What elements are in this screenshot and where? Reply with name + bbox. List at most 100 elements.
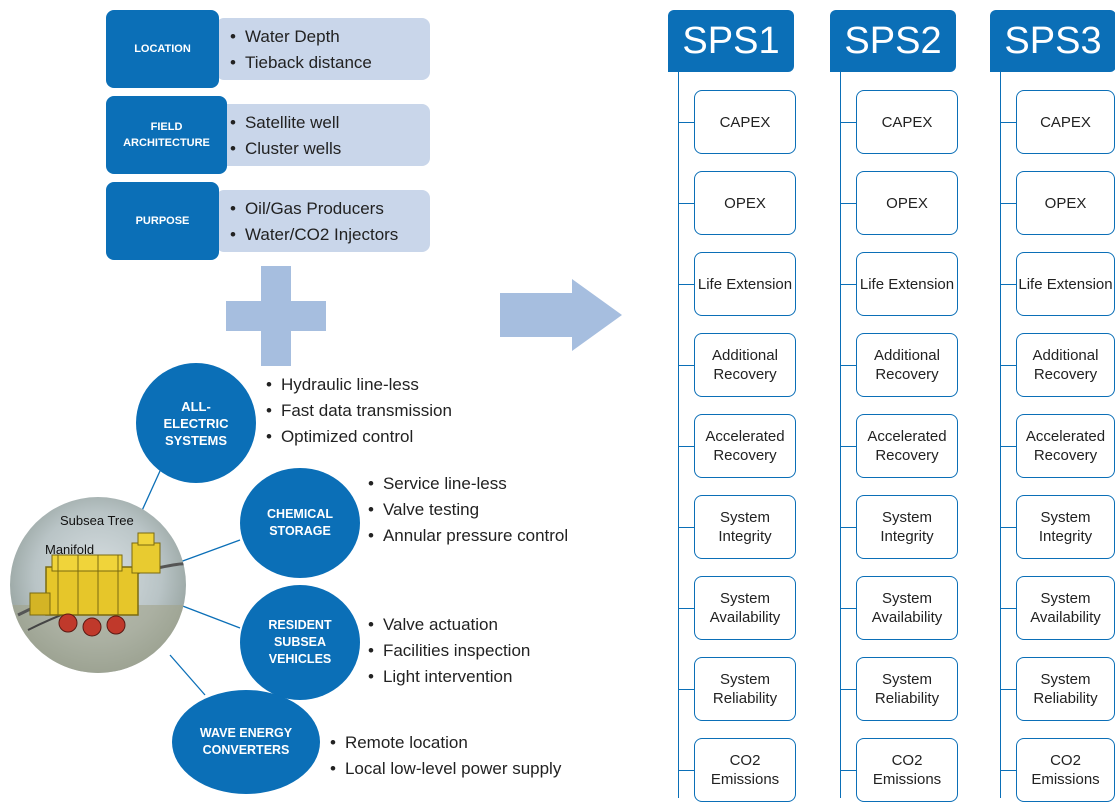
sps-header-2: SPS2: [830, 10, 956, 72]
bullet-item: Fast data transmission: [266, 398, 452, 424]
resident-subsea-vehicles-circle: RESIDENT SUBSEA VEHICLES: [240, 585, 360, 700]
sps-connector: [1001, 527, 1017, 528]
sps-connector: [1001, 608, 1017, 609]
sps-connector: [679, 365, 695, 366]
bullet-item: Cluster wells: [230, 136, 341, 162]
sps-connector: [841, 122, 857, 123]
sps-criterion: Additional Recovery: [1016, 333, 1115, 397]
sps-criterion: CAPEX: [694, 90, 796, 154]
sps-criterion: System Reliability: [856, 657, 958, 721]
sps-connector: [841, 446, 857, 447]
field-architecture-block: FIELD ARCHITECTURE Satellite well Cluste…: [106, 96, 432, 174]
sps-tree-line: [678, 72, 679, 798]
sps-criterion: System Reliability: [1016, 657, 1115, 721]
bullet-item: Annular pressure control: [368, 523, 568, 549]
sps-header-3: SPS3: [990, 10, 1115, 72]
sps-connector: [679, 122, 695, 123]
sps-connector: [1001, 770, 1017, 771]
field-architecture-label: FIELD ARCHITECTURE: [106, 96, 227, 174]
bullet-item: Water/CO2 Injectors: [230, 222, 398, 248]
wave-energy-converters-label: WAVE ENERGY CONVERTERS: [199, 726, 293, 757]
sps-criterion: OPEX: [1016, 171, 1115, 235]
bullet-item: Tieback distance: [230, 50, 372, 76]
plus-icon: [226, 266, 326, 366]
bullet-item: Light intervention: [368, 664, 530, 690]
sps-tree-line: [840, 72, 841, 798]
field-architecture-bullets: Satellite well Cluster wells: [230, 110, 341, 162]
sps-connector: [841, 770, 857, 771]
sps-connector: [679, 608, 695, 609]
sps-criterion: System Availability: [856, 576, 958, 640]
sps-criterion: Accelerated Recovery: [856, 414, 958, 478]
all-electric-systems-circle: ALL-ELECTRIC SYSTEMS: [136, 363, 256, 483]
purpose-bullets: Oil/Gas Producers Water/CO2 Injectors: [230, 196, 398, 248]
sps-connector: [1001, 122, 1017, 123]
sps-criterion: System Integrity: [1016, 495, 1115, 559]
purpose-block: PURPOSE Oil/Gas Producers Water/CO2 Inje…: [106, 182, 432, 260]
sps-criterion: OPEX: [856, 171, 958, 235]
sps-connector: [679, 203, 695, 204]
wave-energy-converters-bullets: Remote location Local low-level power su…: [330, 730, 561, 782]
bullet-item: Valve actuation: [368, 612, 530, 638]
sps-criterion: OPEX: [694, 171, 796, 235]
chemical-storage-circle: CHEMICAL STORAGE: [240, 468, 360, 578]
sps-criterion: System Availability: [1016, 576, 1115, 640]
sps-tree-line: [1000, 72, 1001, 798]
sps-criterion: Accelerated Recovery: [1016, 414, 1115, 478]
sps-connector: [1001, 284, 1017, 285]
all-electric-systems-label: ALL-ELECTRIC SYSTEMS: [163, 398, 229, 448]
sps-criterion: CAPEX: [1016, 90, 1115, 154]
purpose-label: PURPOSE: [106, 182, 219, 260]
sps-criterion: System Availability: [694, 576, 796, 640]
sps-criterion: Life Extension: [1016, 252, 1115, 316]
sps-criterion: Life Extension: [856, 252, 958, 316]
sps-criterion: System Integrity: [694, 495, 796, 559]
sps-connector: [1001, 203, 1017, 204]
sps-connector: [841, 608, 857, 609]
sps-criterion: CO2 Emissions: [856, 738, 958, 802]
sps-criterion: Accelerated Recovery: [694, 414, 796, 478]
location-bullets: Water Depth Tieback distance: [230, 24, 372, 76]
wave-energy-converters-circle: WAVE ENERGY CONVERTERS: [172, 690, 320, 794]
sps-connector: [679, 527, 695, 528]
chemical-storage-bullets: Service line-less Valve testing Annular …: [368, 471, 568, 549]
sps-criterion: System Integrity: [856, 495, 958, 559]
location-label: LOCATION: [106, 10, 219, 88]
sps-header-1: SPS1: [668, 10, 794, 72]
bullet-item: Local low-level power supply: [330, 756, 561, 782]
sps-criterion: Life Extension: [694, 252, 796, 316]
sps-criterion: Additional Recovery: [856, 333, 958, 397]
subsea-equipment-image: Subsea Tree Manifold: [10, 497, 186, 673]
chemical-storage-label: CHEMICAL STORAGE: [267, 507, 333, 538]
bullet-item: Remote location: [330, 730, 561, 756]
sps-criterion: Additional Recovery: [694, 333, 796, 397]
subsea-tree-label: Subsea Tree: [60, 513, 134, 528]
sps-connector: [1001, 365, 1017, 366]
manifold-label: Manifold: [45, 542, 94, 557]
sps-connector: [841, 527, 857, 528]
bullet-item: Hydraulic line-less: [266, 372, 452, 398]
sps-connector: [841, 689, 857, 690]
sps-criterion: System Reliability: [694, 657, 796, 721]
bullet-item: Water Depth: [230, 24, 372, 50]
bullet-item: Facilities inspection: [368, 638, 530, 664]
sps-connector: [679, 770, 695, 771]
all-electric-systems-bullets: Hydraulic line-less Fast data transmissi…: [266, 372, 452, 450]
bullet-item: Optimized control: [266, 424, 452, 450]
sps-connector: [1001, 446, 1017, 447]
sps-connector: [679, 284, 695, 285]
sps-criterion: CO2 Emissions: [694, 738, 796, 802]
sps-criterion: CO2 Emissions: [1016, 738, 1115, 802]
sps-connector: [679, 689, 695, 690]
sps-connector: [679, 446, 695, 447]
sps-criterion: CAPEX: [856, 90, 958, 154]
bullet-item: Oil/Gas Producers: [230, 196, 398, 222]
arrow-right-icon: [500, 279, 622, 351]
sps-connector: [841, 203, 857, 204]
bullet-item: Valve testing: [368, 497, 568, 523]
location-block: LOCATION Water Depth Tieback distance: [106, 10, 432, 88]
bullet-item: Satellite well: [230, 110, 341, 136]
sps-connector: [841, 284, 857, 285]
sps-connector: [841, 365, 857, 366]
resident-subsea-vehicles-label: RESIDENT SUBSEA VEHICLES: [268, 618, 332, 666]
